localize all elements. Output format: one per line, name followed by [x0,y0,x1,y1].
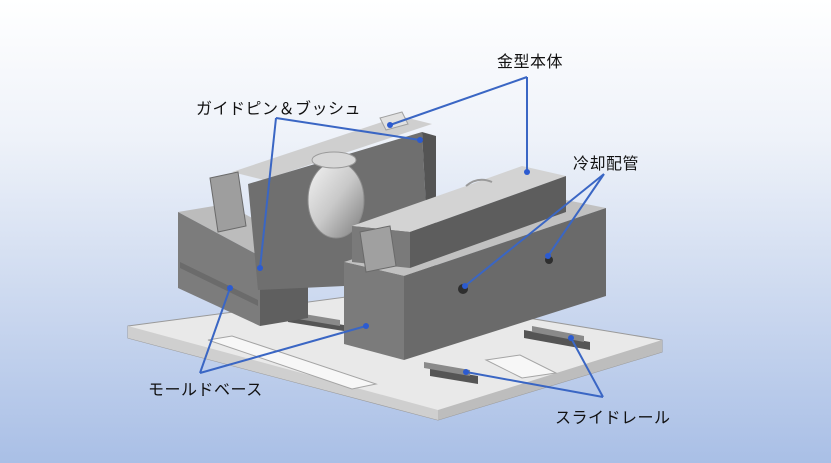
label-cooling-pipe: 冷却配管 [573,154,640,173]
leader-cooling-2 [547,173,605,257]
leader-lines [199,76,605,398]
leader-guide-pin-1 [259,117,277,269]
right-mold-body [352,166,566,273]
leader-slide-rail-1 [465,371,604,398]
leader-mold-body-left [389,76,528,126]
leader-guide-pin-2 [275,117,421,141]
label-mold-base: モールドベース [148,380,263,399]
leader-mold-base-1 [199,287,231,374]
leader-cooling-1 [464,173,605,287]
leader-mold-base-2 [199,325,367,374]
leader-slide-rail-2 [570,337,604,398]
label-mold-body: 金型本体 [497,52,564,71]
label-slide-rail: スライドレール [555,408,671,427]
leader-dots [227,122,574,375]
label-guide-pin-bush: ガイドピン＆ブッシュ [196,99,362,118]
